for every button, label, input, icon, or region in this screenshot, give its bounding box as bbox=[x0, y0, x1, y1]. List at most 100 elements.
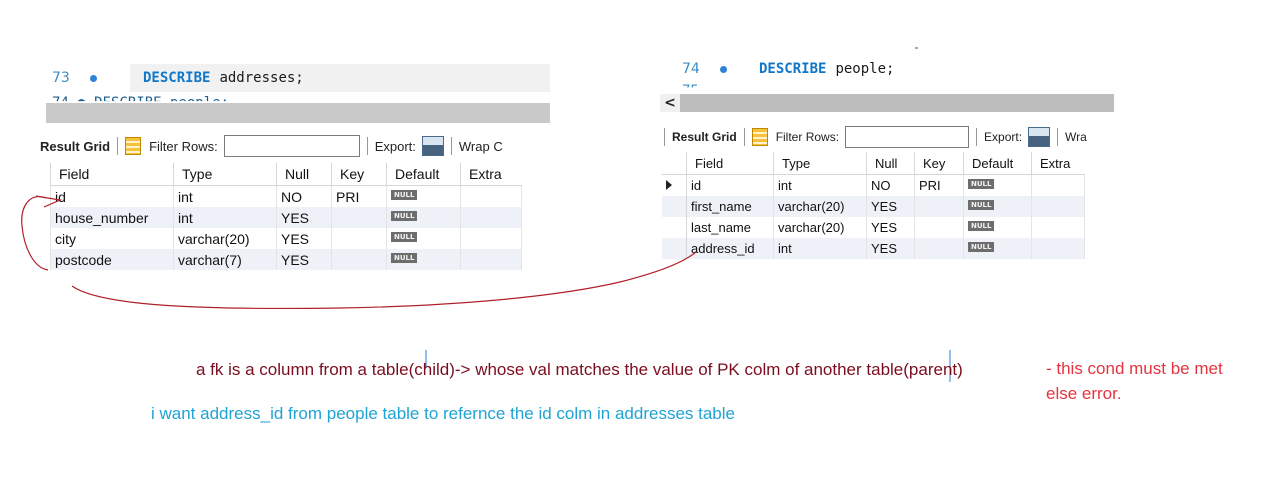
right-horizontal-scrollbar[interactable] bbox=[680, 94, 1114, 112]
filter-rows-label: Filter Rows: bbox=[775, 130, 840, 144]
export-icon[interactable] bbox=[421, 136, 444, 156]
table-row[interactable]: city varchar(20) YES NULL bbox=[50, 228, 522, 249]
cell-field[interactable]: postcode bbox=[50, 249, 174, 270]
table-row[interactable]: id int NO PRI NULL bbox=[662, 174, 1085, 196]
cell-type[interactable]: int bbox=[173, 207, 277, 228]
cell-extra[interactable] bbox=[460, 185, 522, 207]
table-row[interactable]: id int NO PRI NULL bbox=[50, 185, 522, 207]
result-grid-tab[interactable]: Result Grid bbox=[40, 138, 111, 154]
cell-default[interactable]: NULL bbox=[386, 207, 461, 228]
toolbar-divider bbox=[664, 128, 665, 146]
cell-field[interactable]: last_name bbox=[686, 217, 774, 238]
right-editor-line[interactable]: 74 DESCRIBE people; bbox=[682, 58, 894, 80]
column-header[interactable]: Key bbox=[331, 163, 387, 186]
cell-extra[interactable] bbox=[1031, 217, 1085, 238]
left-result-toolbar: Result Grid Filter Rows: Export: Wrap C bbox=[40, 133, 503, 159]
cell-default[interactable]: NULL bbox=[963, 238, 1032, 259]
cell-key[interactable] bbox=[914, 217, 964, 238]
column-header[interactable]: Null bbox=[276, 163, 332, 186]
cell-null[interactable]: YES bbox=[866, 238, 915, 259]
cell-field[interactable]: city bbox=[50, 228, 174, 249]
column-header[interactable]: Null bbox=[866, 152, 915, 175]
column-header[interactable]: Type bbox=[173, 163, 277, 186]
cell-extra[interactable] bbox=[1031, 196, 1085, 217]
cell-null[interactable]: YES bbox=[276, 249, 332, 270]
fk-definition-note: a fk is a column from a table(child)-> w… bbox=[196, 360, 963, 379]
column-header[interactable]: Key bbox=[914, 152, 964, 175]
scroll-left-button[interactable]: < bbox=[660, 94, 680, 112]
grid-icon[interactable] bbox=[751, 128, 768, 146]
cell-type[interactable]: int bbox=[773, 238, 867, 259]
column-header[interactable]: Field bbox=[50, 163, 174, 186]
export-icon[interactable] bbox=[1028, 127, 1051, 147]
cell-key[interactable] bbox=[914, 238, 964, 259]
cell-type[interactable]: varchar(7) bbox=[173, 249, 277, 270]
filter-rows-input[interactable] bbox=[845, 126, 970, 148]
current-row-arrow-icon bbox=[666, 180, 672, 190]
cell-extra[interactable] bbox=[1031, 238, 1085, 259]
row-header[interactable] bbox=[50, 185, 51, 207]
cell-default[interactable]: NULL bbox=[386, 228, 461, 249]
cell-field[interactable]: address_id bbox=[686, 238, 774, 259]
fk-link-curve bbox=[21, 196, 49, 271]
row-header-corner bbox=[50, 163, 51, 186]
cell-field[interactable]: id bbox=[50, 185, 174, 207]
wrap-cell-content-label[interactable]: Wrap C bbox=[458, 138, 503, 154]
row-header[interactable] bbox=[50, 207, 51, 228]
null-badge: NULL bbox=[968, 242, 995, 252]
cell-field[interactable]: id bbox=[686, 174, 774, 196]
filter-rows-input[interactable] bbox=[223, 135, 360, 157]
column-header[interactable]: Extra bbox=[460, 163, 521, 186]
cell-null[interactable]: YES bbox=[276, 228, 332, 249]
cell-default[interactable]: NULL bbox=[963, 196, 1032, 217]
column-header[interactable]: Field bbox=[686, 152, 774, 175]
table-row[interactable]: postcode varchar(7) YES NULL bbox=[50, 249, 522, 270]
cell-field[interactable]: first_name bbox=[686, 196, 774, 217]
cell-field[interactable]: house_number bbox=[50, 207, 174, 228]
cell-default[interactable]: NULL bbox=[963, 217, 1032, 238]
cell-key[interactable] bbox=[331, 207, 387, 228]
cell-key[interactable]: PRI bbox=[331, 185, 387, 207]
cell-null[interactable]: NO bbox=[276, 185, 332, 207]
cell-null[interactable]: YES bbox=[276, 207, 332, 228]
table-row[interactable]: first_name varchar(20) YES NULL bbox=[662, 196, 1085, 217]
cell-extra[interactable] bbox=[460, 207, 522, 228]
cell-null[interactable]: YES bbox=[866, 217, 915, 238]
cell-key[interactable] bbox=[914, 196, 964, 217]
left-editor-line[interactable]: 73 DESCRIBE addresses; bbox=[52, 67, 304, 89]
cell-default[interactable]: NULL bbox=[386, 185, 461, 207]
result-grid-tab[interactable]: Result Grid bbox=[672, 130, 737, 144]
column-header[interactable]: Default bbox=[386, 163, 461, 186]
null-badge: NULL bbox=[391, 252, 418, 263]
table-row[interactable]: last_name varchar(20) YES NULL bbox=[662, 217, 1085, 238]
row-header[interactable] bbox=[50, 228, 51, 249]
cell-extra[interactable] bbox=[460, 249, 522, 270]
row-header[interactable] bbox=[662, 174, 687, 196]
cell-extra[interactable] bbox=[1031, 174, 1085, 196]
cell-null[interactable]: NO bbox=[866, 174, 915, 196]
cell-type[interactable]: int bbox=[773, 174, 867, 196]
table-row[interactable]: address_id int YES NULL bbox=[662, 238, 1085, 259]
column-header[interactable]: Extra bbox=[1031, 152, 1084, 175]
cell-type[interactable]: varchar(20) bbox=[773, 217, 867, 238]
cell-key[interactable]: PRI bbox=[914, 174, 964, 196]
column-header[interactable]: Default bbox=[963, 152, 1032, 175]
grid-icon[interactable] bbox=[125, 137, 142, 155]
wrap-cell-content-label[interactable]: Wra bbox=[1065, 130, 1087, 144]
cell-default[interactable]: NULL bbox=[963, 174, 1032, 196]
cell-type[interactable]: int bbox=[173, 185, 277, 207]
cell-type[interactable]: varchar(20) bbox=[773, 196, 867, 217]
column-header[interactable]: Type bbox=[773, 152, 867, 175]
row-header[interactable] bbox=[662, 217, 687, 238]
cell-null[interactable]: YES bbox=[866, 196, 915, 217]
row-header[interactable] bbox=[662, 238, 687, 259]
cell-key[interactable] bbox=[331, 249, 387, 270]
cell-key[interactable] bbox=[331, 228, 387, 249]
left-horizontal-scrollbar[interactable] bbox=[46, 103, 550, 123]
table-row[interactable]: house_number int YES NULL bbox=[50, 207, 522, 228]
cell-default[interactable]: NULL bbox=[386, 249, 461, 270]
row-header[interactable] bbox=[50, 249, 51, 270]
row-header[interactable] bbox=[662, 196, 687, 217]
cell-type[interactable]: varchar(20) bbox=[173, 228, 277, 249]
cell-extra[interactable] bbox=[460, 228, 522, 249]
